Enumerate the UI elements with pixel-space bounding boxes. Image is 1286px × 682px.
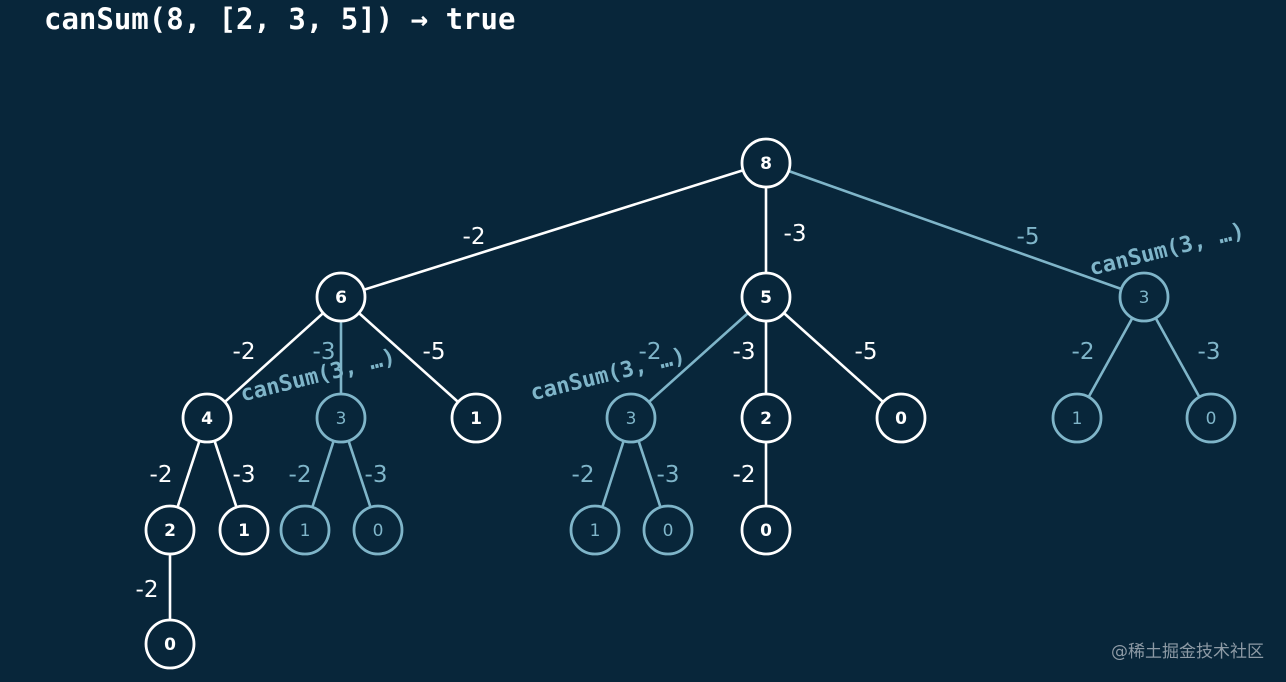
edge-label-n6-n1a: -5: [423, 339, 446, 365]
edge-n8-n6: [363, 168, 744, 292]
memo-node-n0d: 0: [352, 504, 404, 556]
edge-n5-n3b: [648, 312, 749, 403]
node-n0f: 0: [740, 504, 792, 556]
node-value: 3: [336, 409, 347, 429]
node-n6: 6: [315, 271, 367, 323]
node-value: 8: [760, 154, 772, 174]
node-circle: [642, 504, 694, 556]
node-value: 0: [895, 409, 907, 429]
node-circle: [315, 271, 367, 323]
edge-n3a-n0d: [347, 440, 372, 508]
node-value: 1: [300, 521, 311, 541]
edge-n6-n4: [223, 312, 325, 403]
node-circle: [181, 392, 233, 444]
memo-node-n0e: 0: [642, 504, 694, 556]
memo-node-n1d: 1: [279, 504, 331, 556]
node-circle: [352, 504, 404, 556]
memo-node-n1r: 1: [1051, 392, 1103, 444]
memo-node-n3a: 3: [315, 392, 367, 444]
node-value: 1: [470, 409, 482, 429]
edge-label-n5-n2b: -3: [733, 339, 756, 365]
node-n1c: 1: [218, 504, 270, 556]
diagram-title: canSum(8, [2, 3, 5]) → true: [44, 2, 516, 36]
edge-n6-n1a: [358, 312, 459, 403]
edge-label-n8-n3r: -5: [1017, 224, 1040, 250]
memo-label-3: canSum(3, …): [528, 344, 688, 407]
edge-n5-n0b: [783, 312, 884, 403]
edge-label-n4-n2a: -2: [150, 462, 173, 488]
edge-label-n3b-n0e: -3: [657, 462, 680, 488]
node-circle: [144, 504, 196, 556]
node-circle: [605, 392, 657, 444]
node-value: 2: [760, 409, 772, 429]
node-value: 1: [238, 521, 250, 541]
node-circle: [218, 504, 270, 556]
edge-n3b-n1e: [601, 440, 625, 508]
edge-label-n6-n3a: -3: [313, 339, 336, 365]
edge-label-n5-n3b: -2: [639, 339, 662, 365]
node-circle: [315, 392, 367, 444]
edge-n3r-n0r: [1154, 317, 1201, 398]
node-circle: [1051, 392, 1103, 444]
node-n2b: 2: [740, 392, 792, 444]
node-circle: [740, 271, 792, 323]
edge-label-n8-n5: -3: [784, 221, 807, 247]
node-circle: [740, 392, 792, 444]
node-circle: [740, 137, 792, 189]
edge-label-n3r-n0r: -3: [1198, 339, 1221, 365]
edge-label-n3r-n1r: -2: [1072, 339, 1095, 365]
node-value: 6: [335, 288, 347, 308]
node-value: 4: [201, 409, 213, 429]
memo-label-1: canSum(3, …): [1087, 219, 1247, 282]
node-n5: 5: [740, 271, 792, 323]
node-n2a: 2: [144, 504, 196, 556]
edge-label-n3a-n0d: -3: [365, 462, 388, 488]
node-n4: 4: [181, 392, 233, 444]
node-circle: [144, 618, 196, 670]
edge-label-n5-n0b: -5: [855, 339, 878, 365]
node-n8: 8: [740, 137, 792, 189]
node-n0g: 0: [144, 618, 196, 670]
node-value: 1: [590, 521, 601, 541]
node-n1a: 1: [450, 392, 502, 444]
edge-n4-n2a: [176, 440, 201, 508]
node-value: 3: [626, 409, 637, 429]
node-circle: [279, 504, 331, 556]
node-circle: [740, 504, 792, 556]
memo-node-n1e: 1: [569, 504, 621, 556]
node-value: 0: [1206, 409, 1217, 429]
edge-n3r-n1r: [1087, 317, 1134, 398]
edge-n4-n1c: [213, 440, 238, 508]
node-value: 5: [760, 288, 772, 308]
node-circle: [875, 392, 927, 444]
node-circle: [1118, 271, 1170, 323]
node-circle: [450, 392, 502, 444]
node-value: 1: [1072, 409, 1083, 429]
edge-n8-n3r: [788, 169, 1122, 291]
node-n0b: 0: [875, 392, 927, 444]
watermark: @稀土掘金技术社区: [1111, 642, 1264, 662]
edge-label-n8-n6: -2: [463, 224, 486, 250]
edge-label-n2a-n0g: -2: [136, 577, 159, 603]
node-value: 0: [663, 521, 674, 541]
node-value: 0: [164, 635, 176, 655]
edge-label-n6-n4: -2: [233, 339, 256, 365]
memo-node-n0r: 0: [1185, 392, 1237, 444]
node-value: 3: [1139, 288, 1150, 308]
edge-n3b-n0e: [637, 440, 662, 508]
node-value: 0: [373, 521, 384, 541]
edge-label-n3b-n1e: -2: [572, 462, 595, 488]
memo-node-n3r: 3: [1118, 271, 1170, 323]
edge-label-n4-n1c: -3: [233, 462, 256, 488]
node-value: 2: [164, 521, 176, 541]
memo-node-n3b: 3: [605, 392, 657, 444]
edge-label-n2b-n0f: -2: [733, 462, 756, 488]
edge-n3a-n1d: [311, 440, 335, 508]
node-value: 0: [760, 521, 772, 541]
edge-label-n3a-n1d: -2: [289, 462, 312, 488]
node-circle: [1185, 392, 1237, 444]
node-circle: [569, 504, 621, 556]
